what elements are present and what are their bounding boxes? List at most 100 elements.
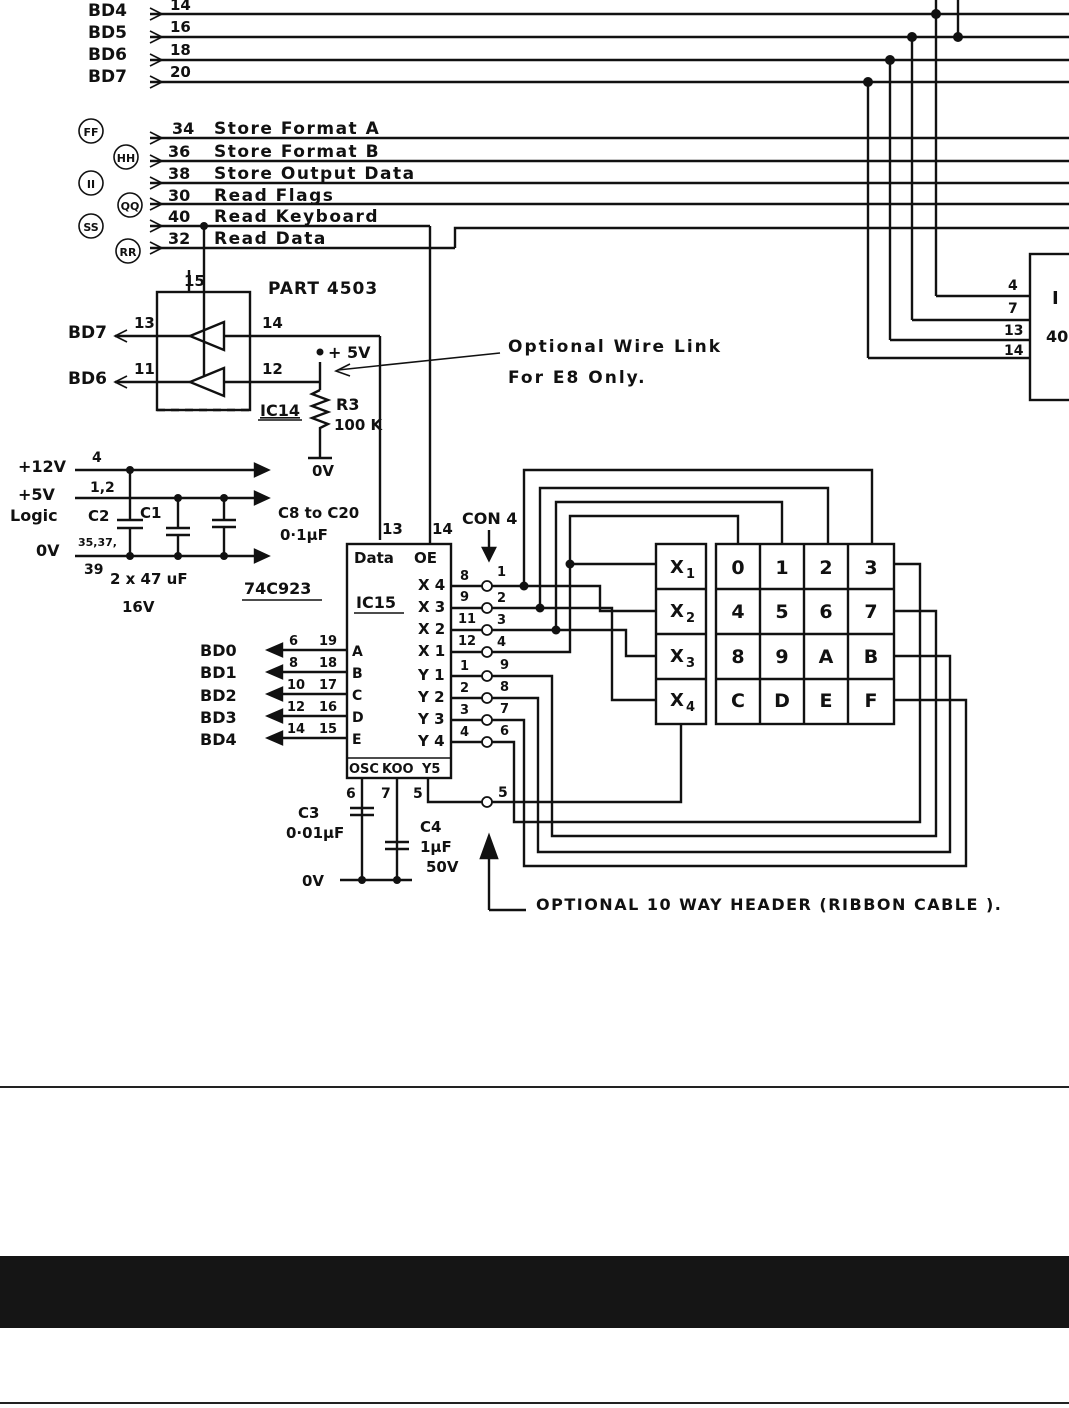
encoder-out-pin-15: 15	[319, 722, 337, 737]
encoder-letter-a: A	[352, 644, 363, 660]
encoder-out-pin-6: 6	[289, 634, 298, 649]
svg-text:SS: SS	[83, 221, 98, 234]
key-2: 2	[819, 557, 832, 579]
cap-c2: C2	[88, 507, 109, 525]
encoder-x4-label: X 4	[418, 576, 445, 594]
timing-caps: C3 0·01µF C4 1µF 50V 0V	[286, 804, 459, 890]
encoder-letter-d: D	[352, 710, 364, 726]
buffer-pin-15: 15	[184, 272, 205, 290]
encoder-out-pin-14: 14	[287, 722, 305, 737]
encoder-pin-13: 13	[382, 520, 403, 538]
con-pin-3: 3	[497, 613, 506, 628]
svg-text:RR: RR	[120, 246, 137, 259]
ctrl-label-read-data: Read Data	[214, 229, 327, 249]
cap-c8-note: C8 to C20	[278, 504, 359, 522]
encoder-x3-label: X 3	[418, 598, 445, 616]
encoder-out-bd3: BD3	[200, 708, 237, 727]
pullup-network: + 5V R3 100 K 0V Optional Wire Link For …	[308, 336, 722, 540]
ctrl-pin-40: 40	[168, 207, 190, 226]
power-5v-pin: 1,2	[90, 480, 115, 496]
encoder-y4-label: Y 4	[417, 732, 445, 750]
power-section: +12V 4 +5V Logic 1,2 0V 35,37, 39 C2 C1	[10, 450, 359, 616]
supply-5v-label: + 5V	[328, 343, 371, 362]
key-9: 9	[775, 646, 788, 668]
encoder-y2-label: Y 2	[417, 688, 445, 706]
encoder-pin-9: 9	[460, 590, 469, 605]
svg-text:II: II	[87, 178, 95, 191]
encoder-pin-8: 8	[460, 569, 469, 584]
key-7: 7	[864, 601, 877, 623]
bus-pin-14: 14	[170, 0, 191, 14]
cap-c3-value: 0·01µF	[286, 824, 344, 842]
encoder-out-pin-16: 16	[319, 700, 337, 715]
bus-label-bd4: BD4	[88, 1, 127, 21]
encoder-letter-b: B	[352, 666, 363, 682]
cap-c4-value: 1µF	[420, 838, 452, 856]
r3-name: R3	[336, 395, 359, 414]
caps-ground: 0V	[302, 872, 324, 890]
encoder-letter-c: C	[352, 688, 362, 704]
svg-text:4: 4	[686, 700, 695, 715]
link-note-line1: Optional Wire Link	[508, 337, 722, 357]
power-ov-pins: 35,37,	[78, 536, 117, 549]
svg-text:X: X	[670, 601, 684, 622]
cap-c4-name: C4	[420, 818, 441, 836]
encoder-out-pin-17: 17	[319, 678, 337, 693]
encoder-x1-label: X 1	[418, 642, 445, 660]
encoder-out-pin-19: 19	[319, 634, 337, 649]
encoder-x2-label: X 2	[418, 620, 445, 638]
key-1: 1	[775, 557, 788, 579]
tag-qq: QQ	[117, 192, 143, 218]
con-pin-7: 7	[500, 702, 509, 717]
right-ic-pin-13: 13	[1004, 323, 1023, 339]
encoder-out-bd0: BD0	[200, 641, 237, 660]
con-pin-2: 2	[497, 591, 506, 606]
r3-value: 100 K	[334, 416, 384, 434]
keypad: X 1 0 1 2 3 X 2 4 5 6 7 X 3 8 9 A B X 4 …	[654, 542, 896, 726]
tag-ss: SS	[78, 213, 104, 239]
con-pin-9: 9	[500, 658, 509, 673]
buffer-out-bd6: BD6	[68, 369, 107, 389]
power-ov: 0V	[36, 541, 60, 560]
encoder-pin-5-bottom: 5	[413, 786, 423, 802]
key-d: D	[774, 690, 790, 712]
bus-label-bd7: BD7	[88, 67, 127, 87]
svg-text:2: 2	[686, 611, 695, 626]
encoder-pin-2: 2	[460, 681, 469, 696]
key-3: 3	[864, 557, 877, 579]
svg-text:QQ: QQ	[121, 200, 140, 213]
encoder-kdo-label: KOO	[382, 762, 414, 777]
power-logic: Logic	[10, 506, 58, 525]
bus-label-bd5: BD5	[88, 23, 127, 43]
keypad-row-x2: X 2 4 5 6 7	[670, 601, 878, 626]
buffer-part-label: PART 4503	[268, 279, 378, 299]
key-c: C	[731, 690, 745, 712]
encoder-out-bd2: BD2	[200, 686, 237, 705]
right-ic-pin-14: 14	[1004, 343, 1024, 359]
ctrl-label-store-format-b: Store Format B	[214, 142, 380, 162]
key-4: 4	[731, 601, 744, 623]
svg-text:FF: FF	[83, 126, 98, 139]
encoder-y1-label: Y 1	[417, 666, 445, 684]
con-pin-6: 6	[500, 724, 509, 739]
key-e: E	[820, 690, 833, 712]
bus-pin-20: 20	[170, 63, 191, 81]
keypad-row-x3: X 3 8 9 A B	[670, 646, 878, 671]
encoder-part-label: 74C923	[244, 579, 311, 598]
tag-ff: FF	[78, 118, 104, 144]
key-b: B	[864, 646, 878, 668]
keypad-row-x1: X 1 0 1 2 3	[670, 557, 878, 582]
svg-text:HH: HH	[117, 152, 135, 165]
buffer-pin-13: 13	[134, 314, 155, 332]
cap-c8-value: 0·1µF	[280, 526, 328, 544]
encoder-pin-12: 12	[458, 634, 476, 649]
key-6: 6	[819, 601, 832, 623]
bus-label-bd6: BD6	[88, 45, 127, 65]
ctrl-label-store-format-a: Store Format A	[214, 119, 380, 139]
bus-lines: BD4 BD5 BD6 BD7 14 16 18 20	[88, 0, 1069, 89]
encoder-y3-label: Y 3	[417, 710, 445, 728]
key-8: 8	[731, 646, 744, 668]
buffer-ic-label: IC14	[260, 401, 300, 420]
ctrl-pin-32: 32	[168, 229, 190, 248]
